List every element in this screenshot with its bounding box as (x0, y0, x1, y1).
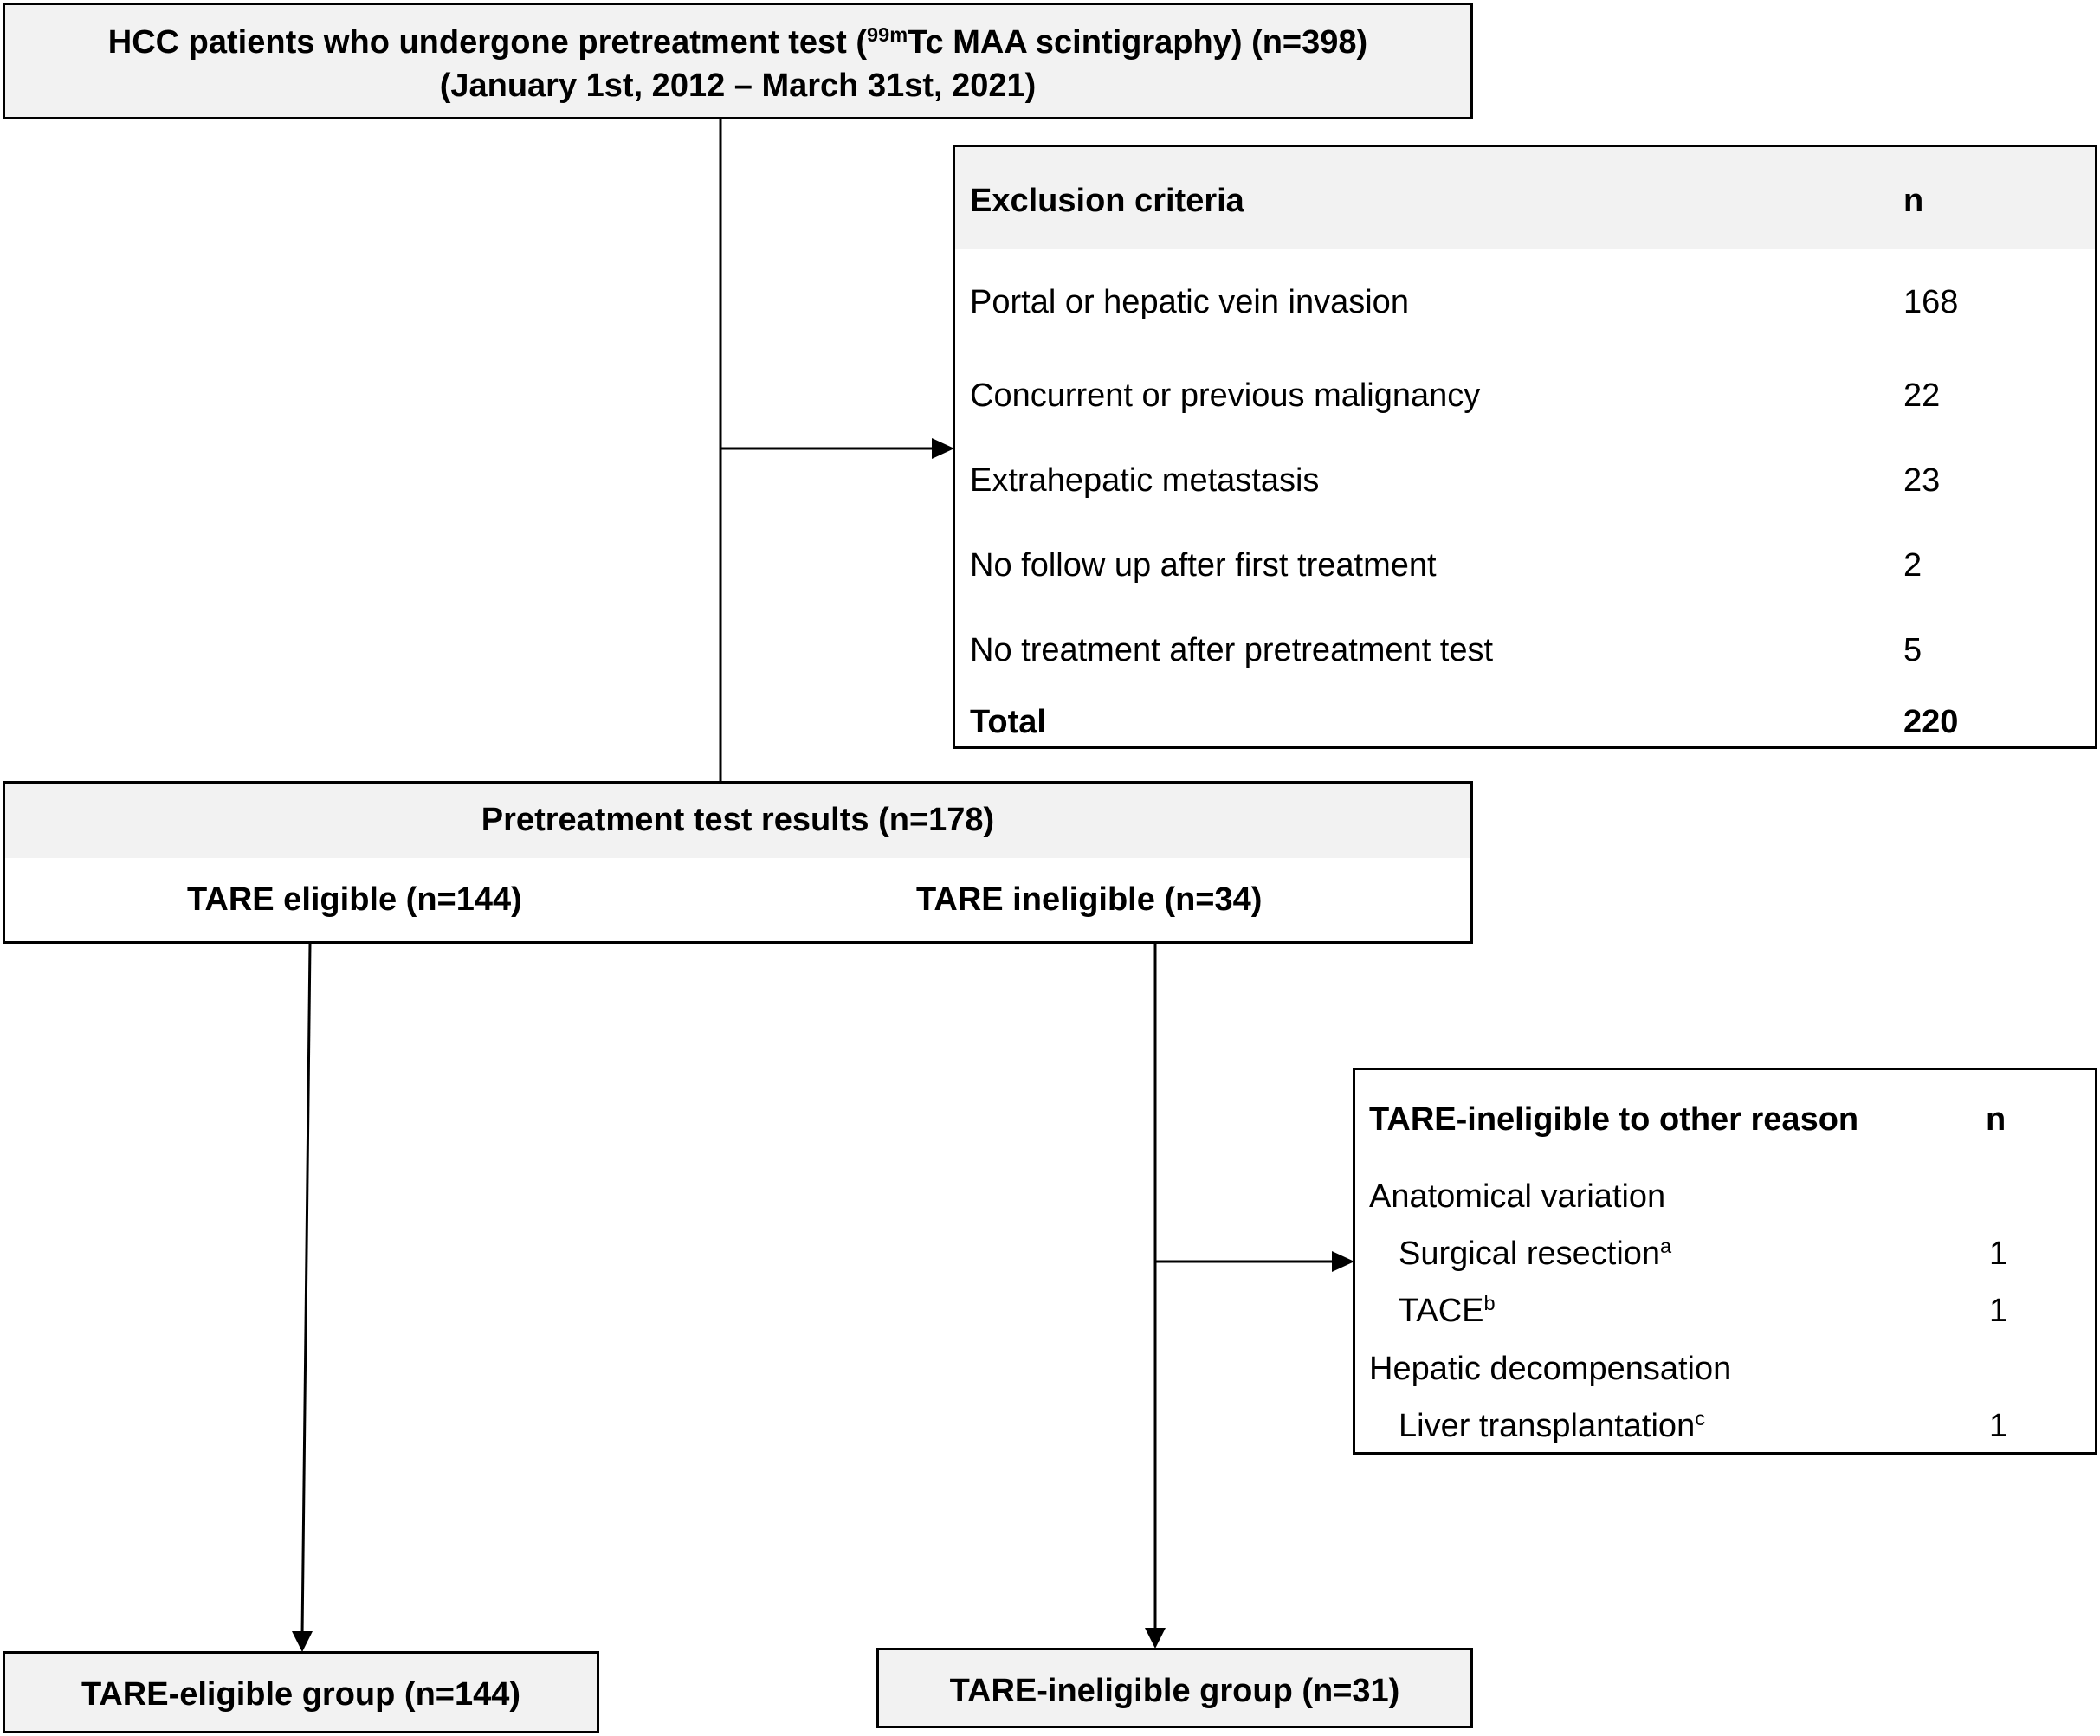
exclusion-row-n: 2 (1903, 547, 1922, 584)
eligible-arrow-line (300, 942, 312, 1637)
results-box: Pretreatment test results (n=178) TARE e… (3, 781, 1473, 944)
other-reason-item-n: 1 (1989, 1236, 2008, 1272)
footnote-marker: a (1660, 1235, 1672, 1258)
ineligible-group-label: TARE-ineligible group (n=31) (949, 1673, 1400, 1709)
other-reason-item-label: Surgical resection (1399, 1236, 1661, 1272)
isotope-superscript: 99m (867, 23, 908, 47)
exclusion-row-label: Portal or hepatic vein invasion (970, 284, 1409, 320)
other-reason-group-hepatic: Hepatic decompensation (1369, 1351, 1732, 1387)
other-reason-box: TARE-ineligible to other reason n Anatom… (1353, 1068, 2097, 1455)
eligible-group-box: TARE-eligible group (n=144) (3, 1651, 599, 1733)
exclusion-row-n: 168 (1903, 284, 1959, 320)
exclusion-row-n: 23 (1903, 462, 1941, 499)
cohort-title-suffix: Tc MAA scintigraphy) (n=398) (908, 24, 1368, 61)
exclusion-row-n: 22 (1903, 378, 1941, 414)
exclusion-row-label: Concurrent or previous malignancy (970, 378, 1481, 414)
cohort-title-prefix: HCC patients who undergone pretreatment … (107, 24, 867, 61)
exclusion-header-label: Exclusion criteria (970, 183, 1244, 219)
cohort-title-line1: HCC patients who undergone pretreatment … (5, 23, 1470, 61)
cohort-box: HCC patients who undergone pretreatment … (3, 3, 1473, 119)
other-reason-item-label: Liver transplantation (1399, 1408, 1696, 1444)
exclusion-row-n: 5 (1903, 632, 1922, 668)
other-reason-header-label: TARE-ineligible to other reason (1369, 1101, 1859, 1138)
exclusion-row-label: Extrahepatic metastasis (970, 462, 1320, 499)
exclusion-total-n: 220 (1903, 704, 1959, 740)
results-ineligible: TARE ineligible (n=34) (916, 881, 1263, 918)
eligible-group-label: TARE-eligible group (n=144) (81, 1676, 521, 1713)
exclusion-total-label: Total (970, 704, 1046, 740)
ineligible-group-box: TARE-ineligible group (n=31) (876, 1648, 1473, 1728)
exclusion-arrowhead (932, 438, 954, 459)
exclusion-header-n: n (1903, 183, 1924, 219)
ineligible-arrowhead (1145, 1628, 1166, 1649)
other-reason-item-surgical: Surgical resectiona (1399, 1235, 1672, 1272)
other-reason-item-label: TACE (1399, 1293, 1484, 1329)
results-eligible: TARE eligible (n=144) (187, 881, 522, 918)
other-reason-group-anatomical: Anatomical variation (1369, 1178, 1666, 1215)
results-title: Pretreatment test results (n=178) (481, 802, 995, 838)
eligible-arrowhead (292, 1631, 313, 1652)
other-reason-arrowhead (1332, 1251, 1354, 1272)
exclusion-box: Exclusion criteria n Portal or hepatic v… (953, 145, 2097, 749)
other-reason-item-n: 1 (1989, 1408, 2008, 1444)
results-header-band (5, 784, 1470, 858)
exclusion-row-label: No follow up after first treatment (970, 547, 1437, 584)
footnote-marker: c (1695, 1407, 1705, 1430)
exclusion-row-label: No treatment after pretreatment test (970, 632, 1494, 668)
other-reason-header-n: n (1986, 1101, 2006, 1138)
exclusion-header-band (955, 147, 2095, 249)
other-reason-item-n: 1 (1989, 1293, 2008, 1329)
footnote-marker: b (1483, 1292, 1496, 1315)
cohort-date-range: (January 1st, 2012 – March 31st, 2021) (439, 68, 1037, 104)
other-reason-item-tace: TACEb (1399, 1292, 1496, 1329)
other-reason-item-liver: Liver transplantationc (1399, 1407, 1705, 1444)
